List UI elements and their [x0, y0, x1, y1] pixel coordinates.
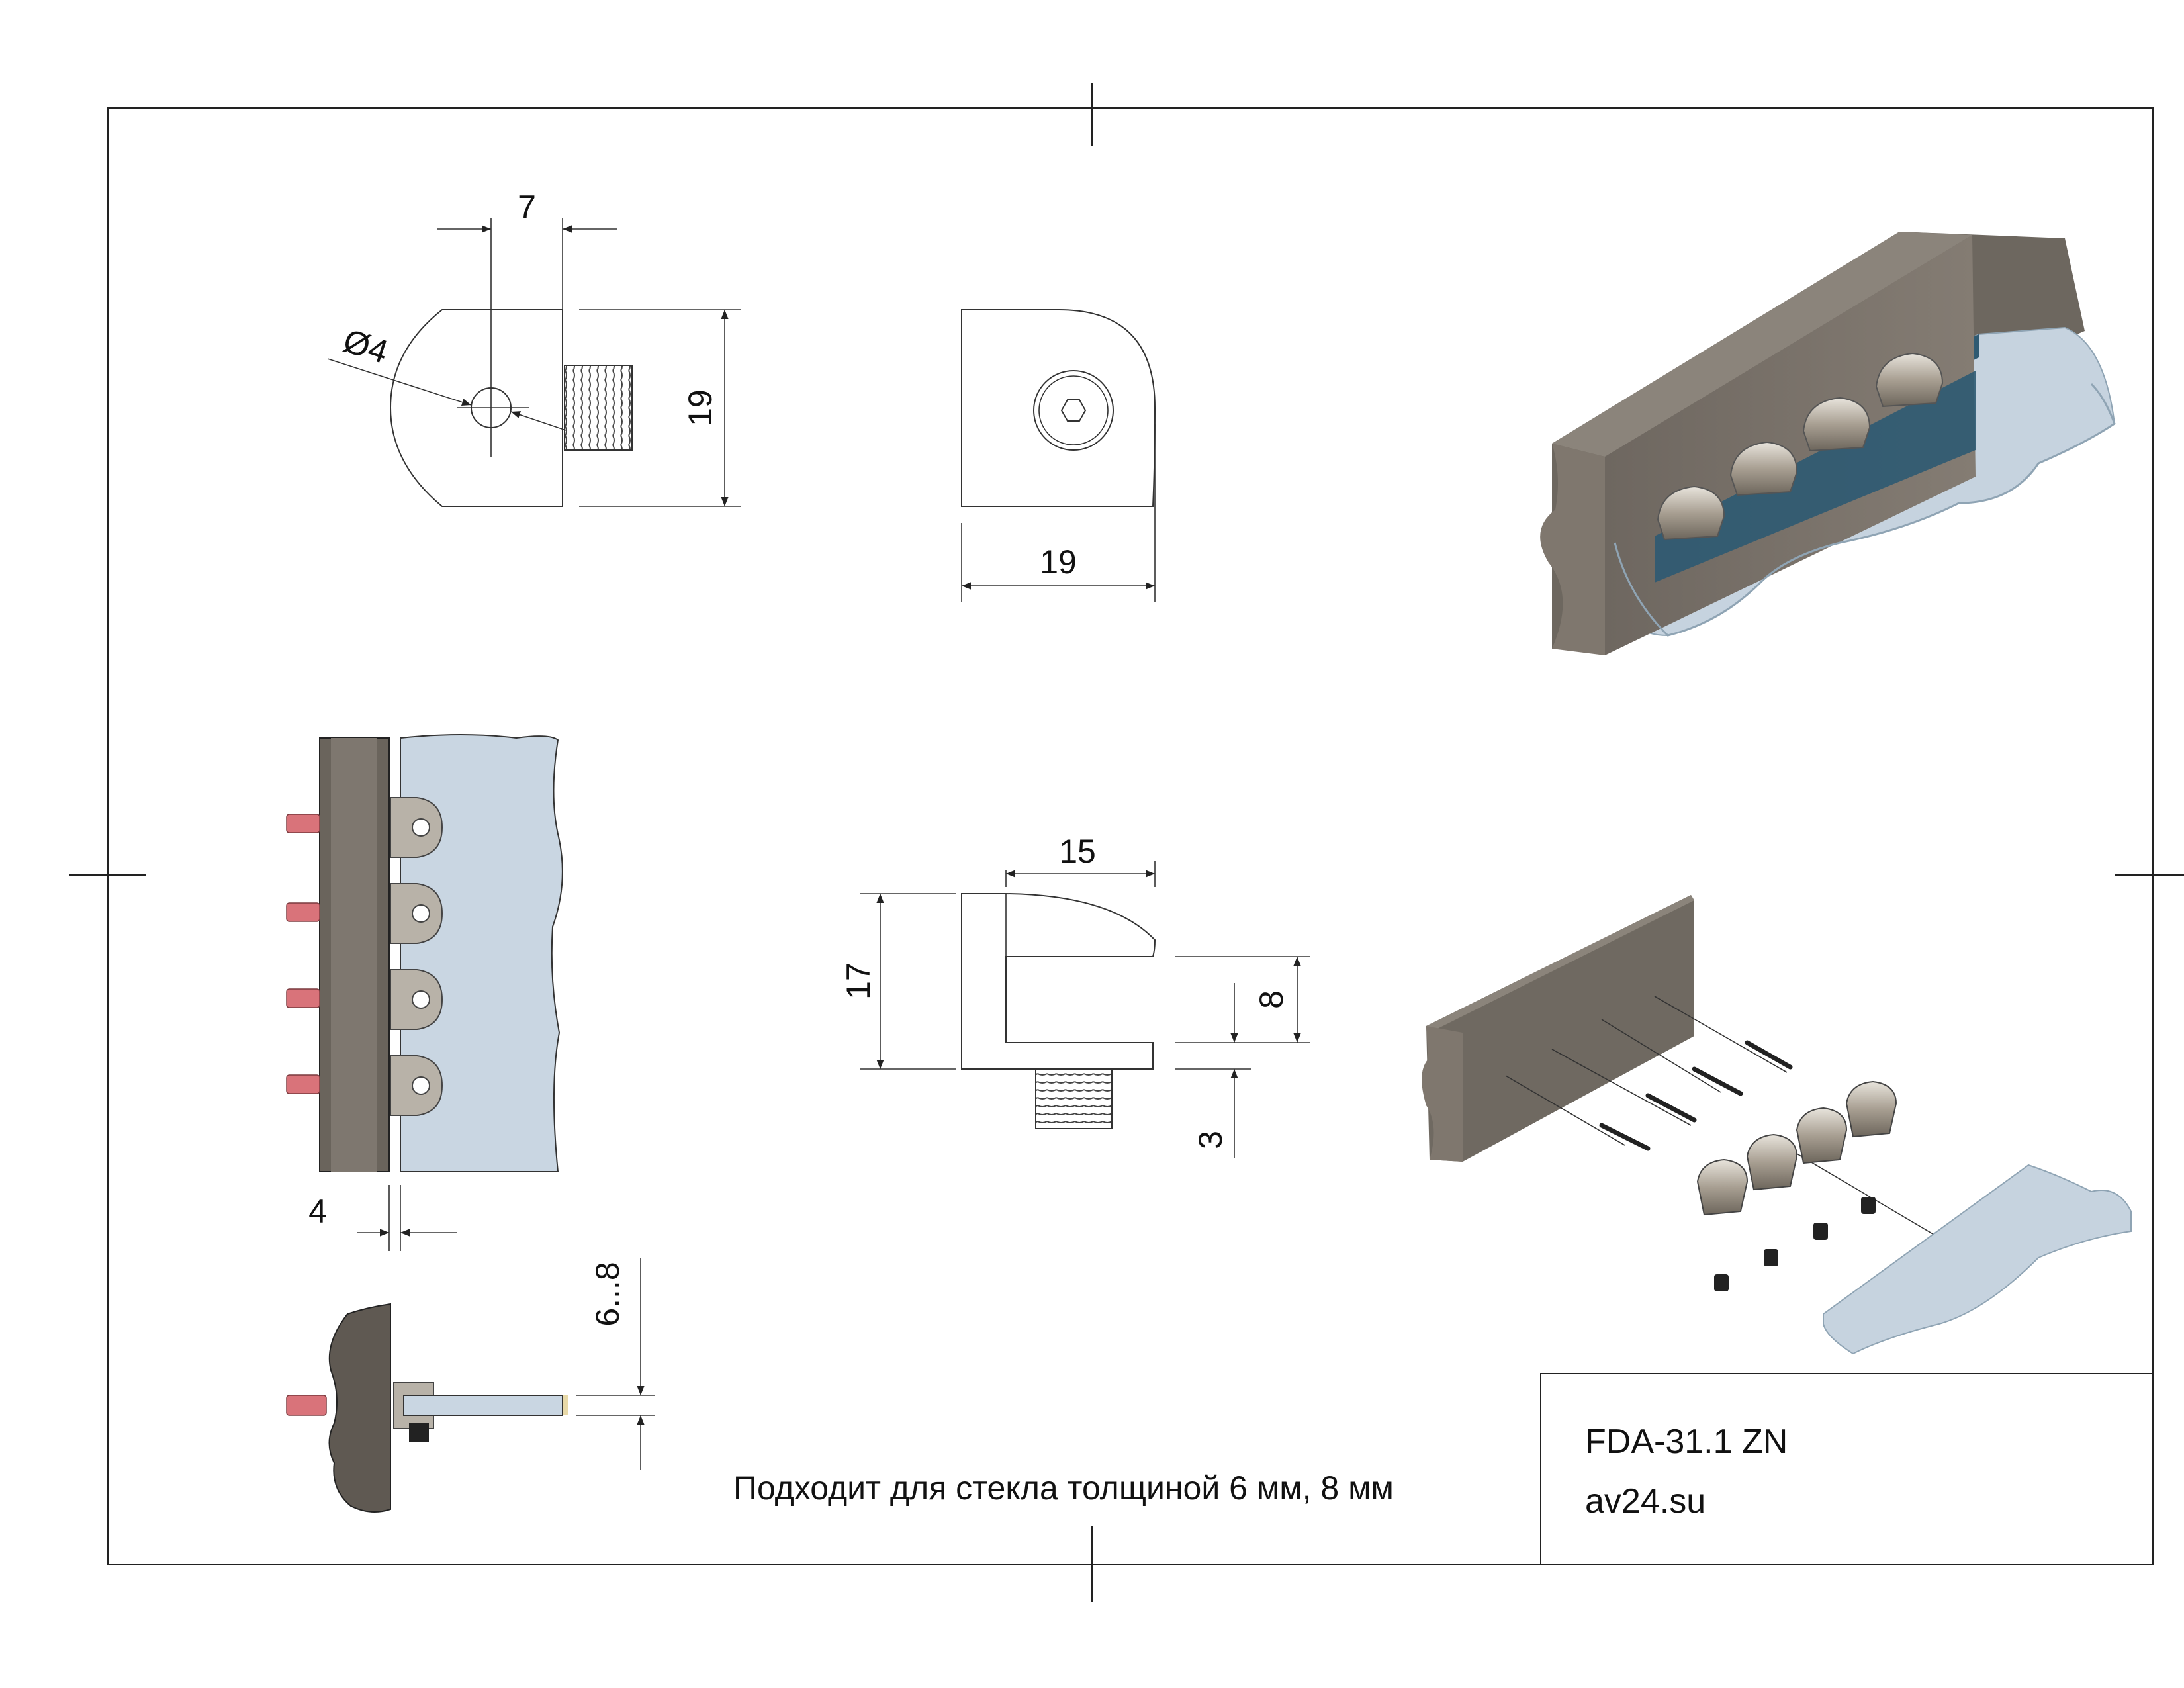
- glass-thickness-note: Подходит для стекла толщиной 6 мм, 8 мм: [733, 1470, 1394, 1507]
- dim-4: 4: [308, 1193, 327, 1230]
- iso-exploded-view: [1422, 895, 2132, 1355]
- dim-glass-thickness: 6...8: [589, 1262, 626, 1326]
- dim-15: 15: [1059, 833, 1096, 870]
- wall-anchors: [286, 814, 320, 1094]
- elevation-view-mounted: [286, 734, 563, 1251]
- sheet-frame: [69, 83, 2184, 1602]
- side-view-clamp: [327, 218, 741, 507]
- front-view-clamp: [961, 309, 1156, 602]
- title-block: [1540, 1373, 2154, 1565]
- website: av24.su: [1585, 1482, 1706, 1521]
- iso-assembled-view: [1540, 232, 2116, 655]
- part-number: FDA-31.1 ZN: [1585, 1423, 1788, 1461]
- dim-17: 17: [840, 962, 877, 1000]
- dim-hole-diameter: Ø4: [339, 322, 392, 371]
- dim-8: 8: [1253, 990, 1290, 1009]
- section-view-glass: [286, 1258, 655, 1513]
- dim-7: 7: [518, 189, 536, 226]
- dim-19-height: 19: [682, 389, 719, 426]
- dim-3: 3: [1192, 1131, 1229, 1149]
- dim-19-width: 19: [1040, 543, 1077, 581]
- clamp-section-view: [860, 861, 1310, 1158]
